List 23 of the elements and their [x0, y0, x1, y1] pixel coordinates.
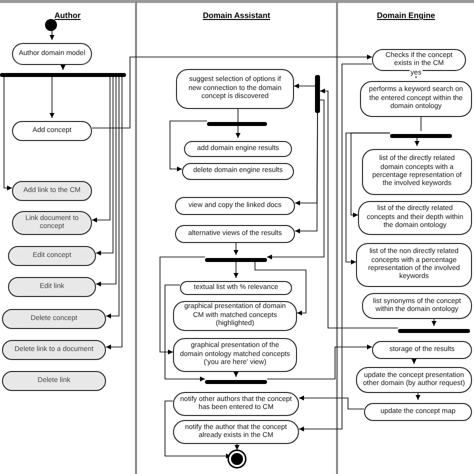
end-node [231, 453, 243, 465]
sync-bar [315, 75, 320, 113]
start-node [45, 19, 57, 31]
lane-heading: Domain Engine [376, 11, 436, 20]
arrow [266, 344, 372, 380]
arrow [346, 132, 390, 264]
arrow [298, 396, 364, 410]
sync-bar [205, 380, 267, 384]
arrow [160, 256, 206, 354]
sync-bar [205, 258, 267, 262]
arrow [92, 54, 372, 128]
lane-heading: Author [53, 11, 82, 20]
arrow [298, 64, 372, 432]
arrow [266, 100, 324, 260]
sync-bar [0, 73, 126, 77]
arrow [164, 284, 206, 382]
arrow [320, 88, 398, 328]
arrow [170, 120, 208, 172]
arrow [294, 84, 316, 88]
sync-bar [207, 122, 267, 126]
lane-heading: Domain Assistant [202, 11, 272, 20]
sync-bar [398, 329, 470, 333]
sync-bar [390, 134, 452, 138]
